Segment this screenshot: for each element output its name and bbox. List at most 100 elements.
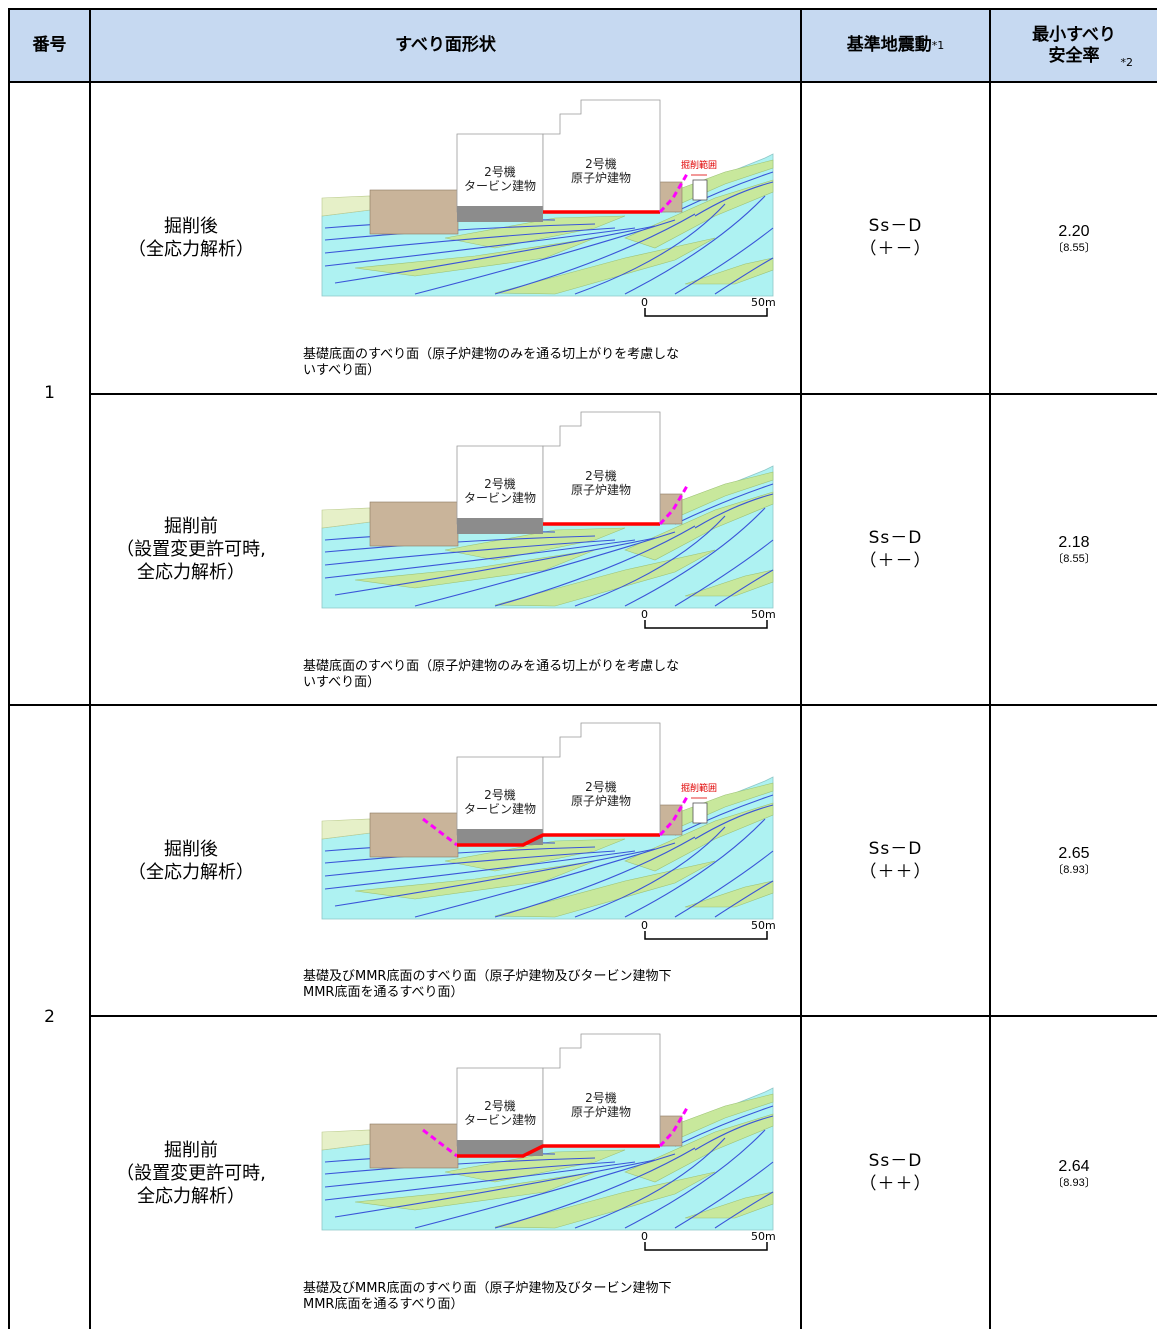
- grid-line: [8, 8, 1157, 10]
- scale-label: 0: [641, 1230, 648, 1243]
- reactor-label: 原子炉建物: [571, 171, 631, 185]
- grid-line: [89, 393, 1157, 395]
- reactor-label: 2号機: [585, 779, 617, 794]
- header-safety-factor: 最小すべり 安全率*2: [991, 10, 1157, 81]
- stratum-line: [574, 203, 726, 295]
- stratum-line: [324, 850, 636, 890]
- stratum-line: [574, 515, 726, 607]
- turbine-label: タービン建物: [464, 1113, 536, 1127]
- stratum-line: [324, 539, 636, 579]
- stratum-line: [714, 880, 774, 918]
- stratum-line: [674, 539, 774, 607]
- stratum-line: [694, 181, 774, 217]
- turbine-label: タービン建物: [464, 491, 536, 505]
- backfill-block: [369, 1123, 459, 1169]
- turbine-base: [457, 518, 543, 534]
- stratum-line: [414, 219, 676, 295]
- reactor-building: [542, 99, 661, 213]
- slip-surface-dashed: [422, 1128, 458, 1158]
- group-number: 1: [44, 383, 55, 403]
- rock-layer: [684, 1191, 774, 1219]
- stratum-line: [414, 531, 676, 607]
- scale-bar: [644, 1242, 768, 1251]
- turbine-base: [457, 1140, 543, 1156]
- stratum-line: [674, 227, 774, 295]
- turbine-base: [457, 829, 543, 845]
- safety-factor-value: 2.65〔8.93〕: [1052, 845, 1096, 876]
- stratum-line: [324, 227, 636, 267]
- grid-line: [800, 8, 802, 1329]
- case-label: 掘削後 （全応力解析）: [128, 838, 254, 883]
- stratum-line: [414, 1153, 676, 1229]
- ground-motion-value: Ss－D （＋－）: [859, 527, 932, 571]
- ground-motion-value: Ss－D （＋＋）: [859, 1151, 932, 1194]
- slip-surface-caption: 基礎及びMMR底面のすべり面（原子炉建物及びタービン建物下 MMR底面を通るすべ…: [303, 1281, 672, 1312]
- stratum-line: [674, 483, 774, 525]
- backfill-block: [369, 189, 459, 235]
- reactor-building: [542, 1033, 661, 1147]
- stratum-line: [674, 1161, 774, 1229]
- header-slip-shape: すべり面形状: [91, 10, 800, 81]
- stratum-line: [714, 1191, 774, 1229]
- rock-layer: [494, 237, 716, 295]
- slip-surface: [457, 1144, 660, 1158]
- scale-label: 0: [641, 608, 648, 621]
- stratum-line: [324, 227, 616, 254]
- header-ground-motion: 基準地震動*1: [802, 10, 989, 81]
- stratum-line: [324, 850, 616, 877]
- slip-surface-caption: 基礎及びMMR底面のすべり面（原子炉建物及びタービン建物下 MMR底面を通るすべ…: [303, 969, 672, 1000]
- turbine-label: タービン建物: [464, 179, 536, 193]
- stratum-line: [574, 826, 726, 918]
- grid-line: [8, 81, 1157, 83]
- rock-layer: [354, 860, 596, 900]
- stratum-line: [694, 493, 774, 529]
- stratum-line: [494, 836, 696, 918]
- case-label: 掘削後 （全応力解析）: [128, 216, 254, 260]
- grid-line: [89, 8, 91, 1329]
- scale-label: 50m: [751, 608, 776, 621]
- rock-layer: [354, 237, 596, 277]
- rock-layer: [494, 860, 716, 918]
- stratum-line: [334, 848, 656, 907]
- scale-label: 50m: [751, 296, 776, 309]
- reactor-label: 2号機: [585, 1090, 617, 1105]
- excavation-pit: [692, 802, 708, 824]
- turbine-label: タービン建物: [464, 802, 536, 816]
- stratum-line: [674, 850, 774, 918]
- reactor-label: 原子炉建物: [571, 483, 631, 497]
- stratum-line: [414, 842, 676, 918]
- stratum-line: [624, 818, 766, 918]
- excavation-pit: [692, 179, 708, 201]
- ground-motion-value: Ss－D （＋＋）: [859, 838, 932, 882]
- stratum-line: [674, 171, 774, 213]
- excavation-label: 掘削範囲: [681, 159, 717, 171]
- scale-bar: [644, 931, 768, 940]
- scale-bar: [644, 620, 768, 629]
- rock-layer: [494, 1171, 716, 1229]
- stratum-line: [624, 195, 766, 295]
- slip-surface-caption: 基礎底面のすべり面（原子炉建物のみを通る切上がりを考慮しな いすべり面）: [303, 659, 680, 690]
- case-label: 掘削前 （設置変更許可時, 全応力解析）: [116, 1139, 266, 1207]
- turbine-base: [457, 206, 543, 222]
- backfill-block: [369, 812, 459, 858]
- turbine-label: 2号機: [484, 164, 516, 179]
- stratum-line: [324, 539, 616, 566]
- slip-surface-caption: 基礎底面のすべり面（原子炉建物のみを通る切上がりを考慮しな いすべり面）: [303, 347, 680, 378]
- stratum-line: [714, 569, 774, 607]
- stratum-line: [694, 804, 774, 840]
- stratum-line: [334, 225, 656, 284]
- stratum-line: [494, 1147, 696, 1229]
- reactor-label: 2号機: [585, 468, 617, 483]
- stratum-line: [494, 525, 696, 607]
- rock-layer: [354, 549, 596, 589]
- stratum-line: [674, 794, 774, 836]
- stratum-line: [494, 213, 696, 295]
- turbine-label: 2号機: [484, 1098, 516, 1113]
- slip-surface: [457, 833, 660, 847]
- rock-layer: [494, 549, 716, 607]
- grid-line: [8, 8, 10, 1329]
